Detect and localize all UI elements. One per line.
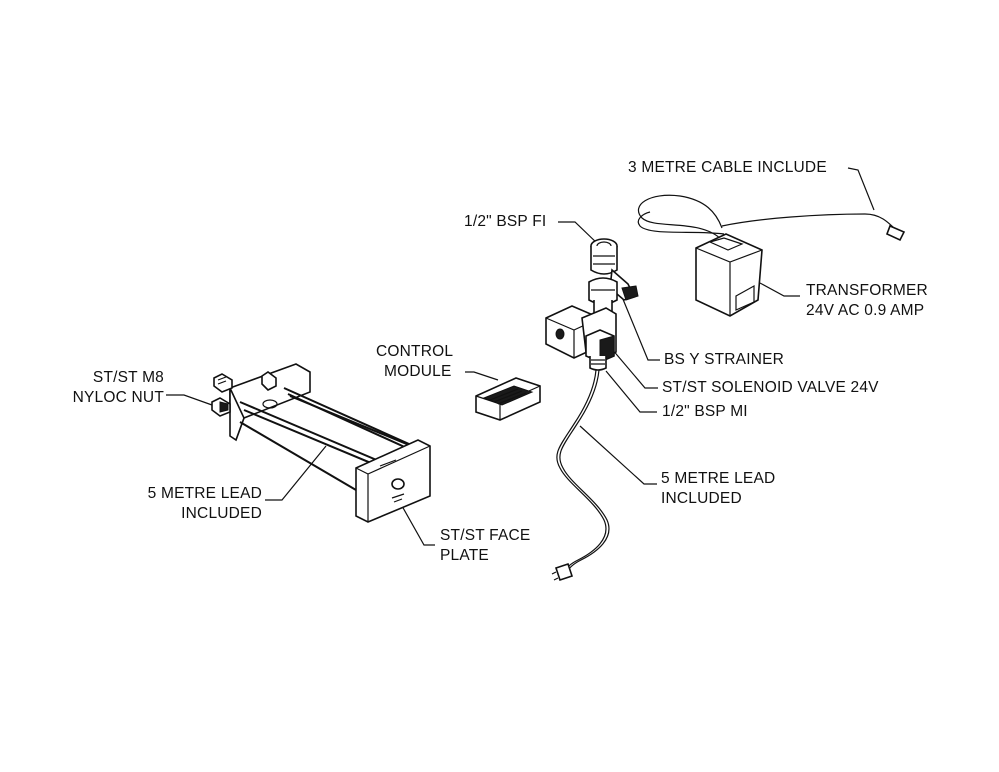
label-face-line2: PLATE [440, 547, 489, 564]
leader-face [401, 505, 435, 546]
transformer [637, 194, 906, 317]
leader-transformer [759, 282, 800, 297]
solenoid-valve [545, 305, 617, 371]
label-3m-cable: 3 METRE CABLE INCLUDE [628, 159, 827, 176]
leader-strainer [619, 291, 660, 361]
leader-bsp-fi [558, 221, 601, 247]
leader-lead-right [579, 425, 657, 485]
label-y-strainer: BS Y STRAINER [664, 351, 785, 368]
leader-control [465, 371, 499, 381]
lead-connector [554, 562, 574, 582]
lead-right [551, 369, 610, 582]
label-control-line2: MODULE [384, 363, 452, 380]
label-nyloc-nut: ST/ST M8 NYLOC NUT [70, 368, 164, 408]
cable-plug [885, 224, 906, 242]
label-solenoid-valve: ST/ST SOLENOID VALVE 24V [662, 379, 879, 396]
label-control-line1: CONTROL [376, 343, 454, 360]
back-plate [229, 363, 311, 419]
leader-bsp-mi [605, 370, 657, 413]
leader-cable [847, 167, 875, 211]
label-lead-left-line2: INCLUDED [181, 505, 262, 522]
label-transformer-line2: 24V AC 0.9 AMP [806, 302, 925, 319]
label-lead-right: 5 METRE LEAD INCLUDED [661, 469, 775, 509]
control-module [475, 377, 541, 421]
label-control-module: CONTROL MODULE [376, 342, 453, 382]
label-lead-left: 5 METRE LEAD INCLUDED [140, 484, 262, 524]
label-lead-right-line2: INCLUDED [661, 490, 742, 507]
y-strainer [588, 238, 639, 324]
leader-solenoid [605, 341, 658, 389]
label-transformer: TRANSFORMER 24V AC 0.9 AMP [806, 281, 928, 321]
label-lead-left-line1: 5 METRE LEAD [147, 485, 262, 502]
transformer-body [695, 233, 763, 317]
cable-3m [637, 194, 897, 241]
label-face-line1: ST/ST FACE [440, 527, 531, 544]
label-bsp-fi: 1/2" BSP FI [464, 213, 547, 230]
face-plate-assembly [229, 363, 431, 523]
label-bsp-mi: 1/2" BSP MI [662, 403, 748, 420]
label-nut-line1: ST/ST M8 [92, 369, 164, 386]
leader-nut [166, 394, 213, 406]
label-transformer-line1: TRANSFORMER [806, 282, 928, 299]
nut-top [213, 373, 233, 393]
label-lead-right-line1: 5 METRE LEAD [661, 470, 776, 487]
label-nut-line2: NYLOC NUT [72, 389, 164, 406]
label-face-plate: ST/ST FACE PLATE [440, 526, 530, 566]
nyloc-nuts [211, 371, 277, 417]
